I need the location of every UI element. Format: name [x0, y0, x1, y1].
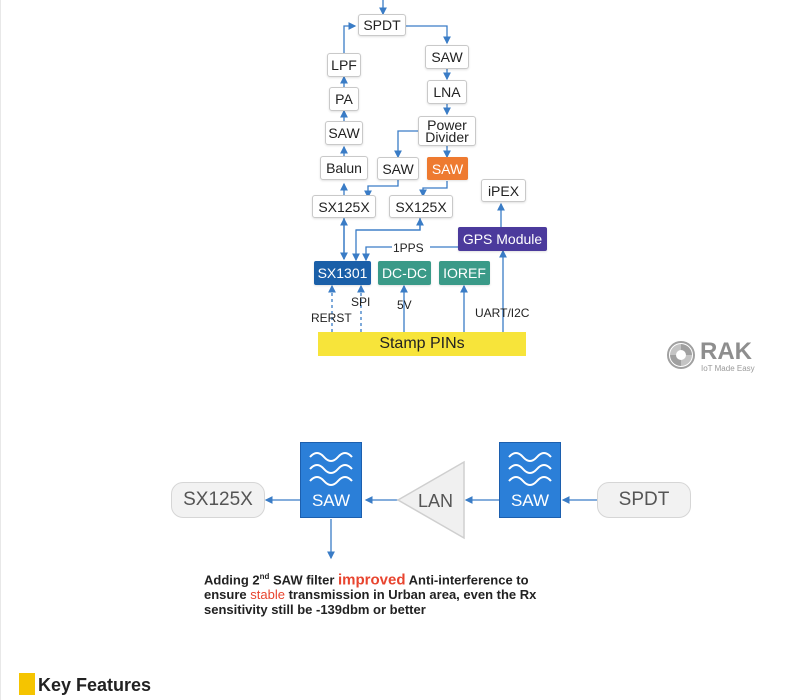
- spi-label: SPI: [351, 295, 371, 309]
- chain-lan-label: LAN: [418, 491, 454, 511]
- saw-orange-label: SAW: [431, 160, 464, 177]
- sx125x-right-label: SX125X: [395, 198, 447, 215]
- dc-dc-box: DC-DC: [378, 261, 431, 285]
- saw-filter-icon: [508, 452, 552, 486]
- sx1301-label: SX1301: [317, 265, 368, 281]
- power-divider-box: Power Divider: [418, 116, 476, 146]
- lpf-box: LPF: [327, 53, 361, 77]
- saw-orange-box: SAW: [427, 157, 468, 180]
- gps-module-box: GPS Module: [458, 227, 547, 251]
- pa-box: PA: [329, 87, 359, 111]
- section-accent-bar: [19, 673, 35, 695]
- saw-tx-box: SAW: [325, 121, 363, 145]
- sx1301-box: SX1301: [314, 261, 371, 285]
- stamp-pins-bar: Stamp PINs: [318, 332, 526, 356]
- saw-filter-icon: [309, 452, 353, 486]
- caption-part-1: Adding 2: [204, 572, 260, 588]
- saw-rx1-label: SAW: [431, 49, 463, 65]
- lan-amplifier-shape: [396, 460, 465, 540]
- power-divider-label-1: Power: [427, 117, 467, 133]
- rerst-label: RERST: [311, 311, 352, 325]
- rak-logo-tagline: IoT Made Easy: [701, 364, 755, 373]
- caption-highlight-stable: stable: [250, 587, 285, 603]
- saw-rx2-box: SAW: [377, 157, 419, 180]
- ipex-label: iPEX: [487, 182, 520, 199]
- left-border: [0, 0, 1, 700]
- rak-logo-icon: [667, 341, 695, 369]
- lna-box: LNA: [427, 80, 467, 104]
- chain-saw-left-label: SAW: [311, 491, 351, 510]
- rak-logo-word: RAK: [700, 338, 752, 365]
- spdt-label: SPDT: [363, 17, 401, 33]
- chain-saw-left-box: SAW: [300, 442, 362, 518]
- sx125x-left-label: SX125X: [318, 198, 370, 215]
- section-title: Key Features: [38, 675, 152, 695]
- caption-part-3: Anti-interference to ensure: [204, 572, 529, 603]
- 5v-label: 5V: [397, 298, 412, 312]
- dc-dc-label: DC-DC: [381, 265, 428, 281]
- lpf-label: LPF: [331, 57, 357, 73]
- ipex-box: iPEX: [481, 179, 526, 202]
- saw-rx2-label: SAW: [382, 160, 414, 177]
- ioref-box: IOREF: [439, 261, 490, 285]
- chain-saw-right-box: SAW: [499, 442, 561, 518]
- balun-label: Balun: [326, 160, 362, 176]
- pa-label: PA: [335, 91, 353, 107]
- balun-box: Balun: [320, 156, 368, 180]
- sx125x-right-box: SX125X: [389, 195, 453, 218]
- uart-label: UART/I2C: [475, 306, 530, 320]
- saw-rx1-box: SAW: [425, 45, 469, 69]
- chain-spdt-box: SPDT: [597, 482, 691, 518]
- caption-part-4: transmission in Urban area, even the Rx …: [204, 587, 537, 618]
- ioref-label: IOREF: [443, 265, 486, 281]
- spdt-box: SPDT: [358, 14, 406, 36]
- power-divider-label-2: Divider: [425, 129, 469, 145]
- caption-highlight-improved: improved: [338, 571, 406, 589]
- lna-label: LNA: [433, 84, 461, 100]
- gps-module-label: GPS Module: [462, 231, 543, 247]
- chain-sx125x-box: SX125X: [171, 482, 265, 518]
- pps-label: 1PPS: [393, 241, 424, 255]
- saw-tx-label: SAW: [328, 125, 360, 141]
- caption-superscript: nd: [259, 572, 270, 581]
- sx125x-left-box: SX125X: [312, 195, 376, 218]
- chain-saw-right-label: SAW: [510, 491, 550, 510]
- caption-part-2: SAW filter: [269, 572, 339, 588]
- saw-caption: Adding 2nd SAW filter improved Anti-inte…: [204, 569, 564, 617]
